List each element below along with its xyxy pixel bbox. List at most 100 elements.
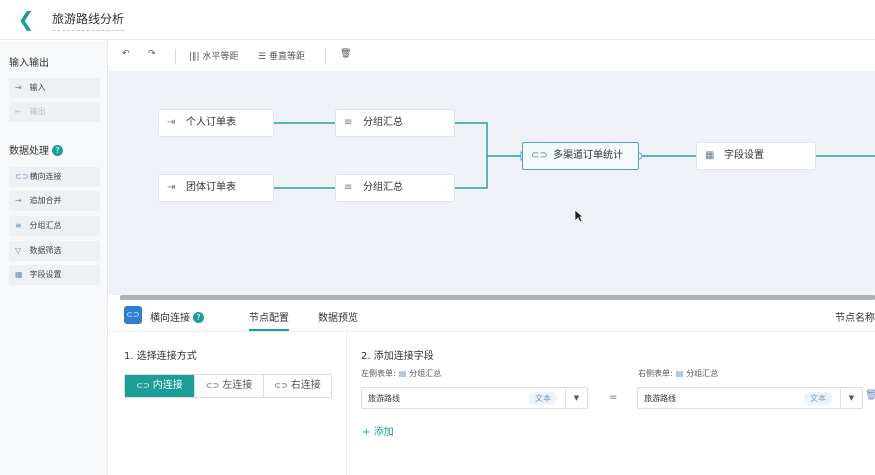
sidebar-item-label: 分组汇总 [29,221,62,230]
join-node-icon: ⊂⊃ [124,306,142,324]
link-icon: ⊂⊃ [15,172,29,181]
processing-section-title: 数据处理? [9,142,63,157]
sidebar-item-label: 数据筛选 [29,246,62,255]
back-arrow-icon[interactable]: ❮ [17,7,35,31]
right-join-button[interactable]: ⊂⊃右连接 [264,375,331,397]
tab-data-preview[interactable]: 数据预览 [318,313,358,324]
sidebar-item-label: 横向连接 [29,172,62,181]
toolbar-divider [175,49,176,64]
trash-icon[interactable]: 🗑 [340,49,352,59]
left-table-label: 左侧表单: [361,369,396,378]
io-section-title: 输入输出 [9,58,49,69]
vertical-spacing-button[interactable]: ☰ 垂直等距 [258,49,305,62]
right-table-label: 右侧表单: [638,369,673,378]
join-type-selector: ⊂⊃内连接 ⊂⊃左连接 ⊂⊃右连接 [124,374,332,398]
vertical-spacing-icon: ☰ [258,52,267,62]
node-group-order[interactable]: ⇥ 团体订单表 [158,174,274,202]
node-label: 多渠道订单统计 [553,150,623,161]
horizontal-spacing-label: 水平等距 [202,52,239,62]
add-field-button[interactable]: + 添加 [362,423,394,438]
list-icon: ≡ [344,182,353,193]
link-icon: ⊂⊃ [531,150,548,161]
join-type-label: 右连接 [290,380,321,391]
join-type-label: 内连接 [152,380,183,391]
redo-icon[interactable]: ↷ [148,49,156,59]
node-name-label: 节点名称 [835,313,875,324]
node-label: 字段设置 [724,150,764,161]
field-value: 旅游路线 [368,394,400,403]
node-field-settings[interactable]: ▦ 字段设置 [696,142,816,170]
vertical-spacing-label: 垂直等距 [268,52,305,62]
node-label: 个人订单表 [186,117,236,128]
link-icon: ⊂⊃ [274,381,288,390]
canvas-toolbar: ↶ ↷ |‖| 水平等距 ☰ 垂直等距 🗑 [109,41,875,72]
help-icon[interactable]: ? [193,312,204,323]
sidebar-item-fields[interactable]: ▦ 字段设置 [9,265,100,285]
chevron-down-icon[interactable]: ▼ [565,388,587,408]
node-label: 团体订单表 [186,182,236,193]
trash-icon[interactable]: 🗑 [865,390,875,401]
step2-title: 2. 添加连接字段 [361,351,434,362]
connection-lines [274,122,875,189]
sidebar-item-join[interactable]: ⊂⊃ 横向连接 [9,167,100,187]
left-field-select[interactable]: 旅游路线 文本 ▼ [361,387,588,409]
sidebar-item-label: 追加合并 [29,196,62,205]
table-icon: ▦ [705,150,715,161]
filter-icon: ▽ [15,246,22,255]
login-icon: ⇥ [15,83,22,92]
right-table-name: 分组汇总 [686,369,719,378]
app-header: ❮ 旅游路线分析 [0,0,875,40]
chevron-down-icon[interactable]: ▼ [840,388,862,408]
node-config-panel: ⊂⊃ 横向连接? 节点配置 数据预览 节点名称 1. 选择连接方式 ⊂⊃内连接 … [109,300,875,475]
panel-node-label: 横向连接 [150,313,190,324]
inner-join-button[interactable]: ⊂⊃内连接 [125,375,195,397]
field-type-tag: 文本 [804,392,832,405]
node-palette-sidebar: 输入输出 ⇥ 输入 ⇤ 输出 数据处理? ⊂⊃ 横向连接 ⇝ 追加合并 ≡ 分组… [0,41,108,475]
mouse-cursor-icon [574,209,584,223]
sidebar-item-label: 字段设置 [29,270,62,279]
input-arrow-icon: ⇥ [167,182,176,193]
horizontal-spacing-button[interactable]: |‖| 水平等距 [189,49,238,62]
right-table-info: 右侧表单:▤分组汇总 [638,368,718,379]
document-icon: ▤ [398,369,407,378]
page-title[interactable]: 旅游路线分析 [52,10,125,31]
sidebar-item-filter[interactable]: ▽ 数据筛选 [9,241,100,261]
panel-divider [346,332,347,475]
node-group-summary-1[interactable]: ≡ 分组汇总 [335,109,455,137]
merge-icon: ⇝ [15,196,22,205]
panel-resize-handle[interactable] [120,295,875,300]
sidebar-item-output: ⇤ 输出 [9,102,100,122]
node-group-summary-2[interactable]: ≡ 分组汇总 [335,174,455,202]
sidebar-item-group[interactable]: ≡ 分组汇总 [9,216,100,236]
processing-title-text: 数据处理 [9,146,49,157]
horizontal-spacing-icon: |‖| [189,52,200,62]
node-personal-order[interactable]: ⇥ 个人订单表 [158,109,274,137]
field-type-tag: 文本 [529,392,557,405]
tab-node-config[interactable]: 节点配置 [249,309,289,331]
document-icon: ▤ [675,369,684,378]
sidebar-item-label: 输入 [29,83,46,92]
step1-title: 1. 选择连接方式 [124,351,197,362]
node-label: 分组汇总 [363,117,403,128]
panel-node-title: 横向连接? [150,309,204,324]
list-icon: ≡ [344,117,353,128]
join-type-label: 左连接 [222,380,253,391]
sidebar-item-input[interactable]: ⇥ 输入 [9,78,100,98]
left-join-button[interactable]: ⊂⊃左连接 [195,375,264,397]
plus-icon: + [362,427,371,438]
edge-group2-to-multichannel [455,156,488,189]
sidebar-item-label: 输出 [29,107,46,116]
left-table-name: 分组汇总 [409,369,442,378]
sidebar-item-append[interactable]: ⇝ 追加合并 [9,191,100,211]
undo-icon[interactable]: ↶ [122,49,130,59]
help-icon[interactable]: ? [52,145,63,156]
right-field-select[interactable]: 旅游路线 文本 ▼ [637,387,863,409]
field-value: 旅游路线 [644,394,676,403]
table-icon: ▦ [15,270,23,279]
equals-sign: = [609,392,618,403]
node-multi-channel[interactable]: ⊂⊃ 多渠道订单统计 [522,142,639,170]
input-arrow-icon: ⇥ [167,117,176,128]
flow-canvas[interactable]: ⇥ 个人订单表 ≡ 分组汇总 ⇥ 团体订单表 ≡ 分组汇总 ⊂⊃ 多渠道订单统计… [109,72,875,295]
panel-tab-bar: ⊂⊃ 横向连接? 节点配置 数据预览 节点名称 [109,300,875,332]
list-icon: ≡ [15,221,22,230]
